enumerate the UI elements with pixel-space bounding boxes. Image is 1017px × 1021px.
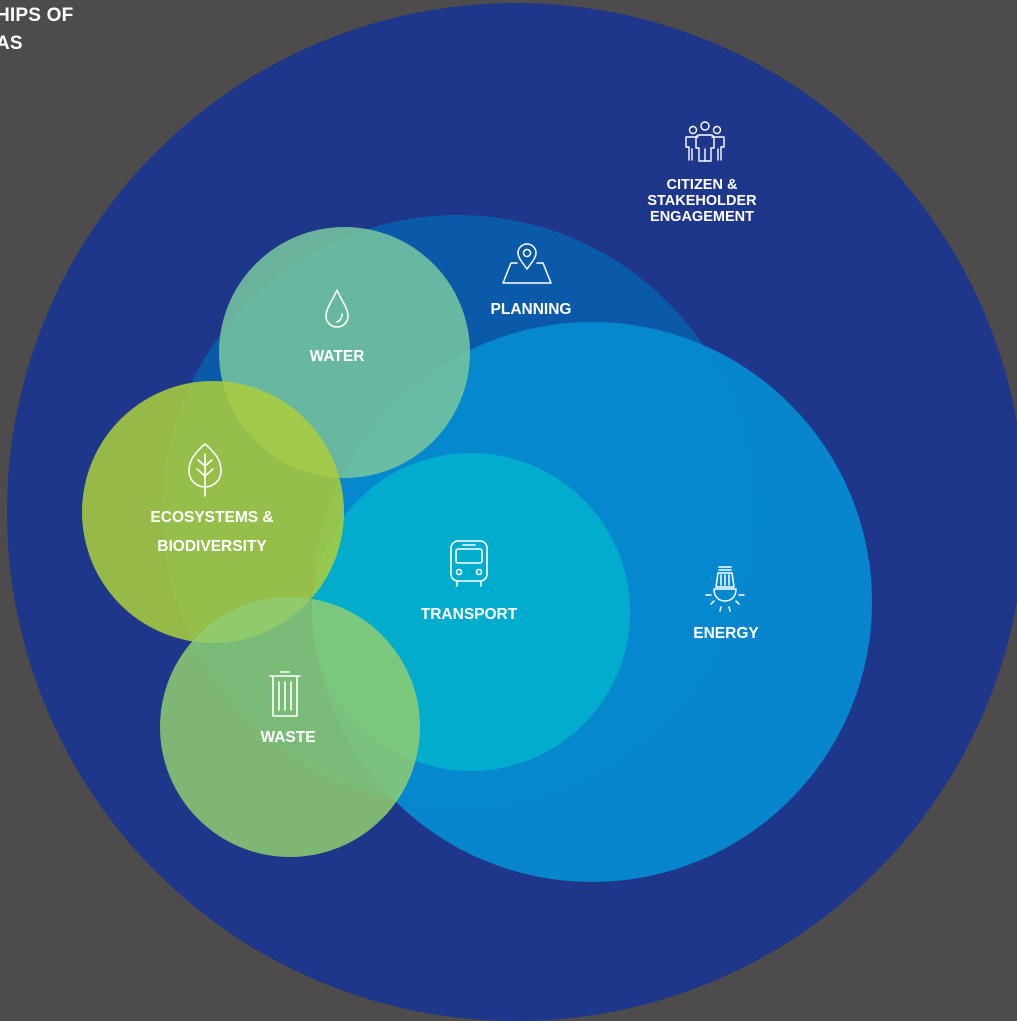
waste-label: WASTE <box>260 729 316 746</box>
citizen-label-line-3: ENGAGEMENT <box>650 209 754 225</box>
ecosystems-label-line-1: ECOSYSTEMS & <box>150 509 274 526</box>
diagram-title: HIPS OF AS <box>0 2 73 58</box>
map-pin-icon <box>499 243 555 287</box>
light-bulb-icon <box>702 565 748 615</box>
ecosystems-label-line-2: BIODIVERSITY <box>157 538 267 555</box>
citizen-label-line-1: CITIZEN & <box>666 177 738 193</box>
title-line-2: AS <box>0 33 23 54</box>
transport-label: TRANSPORT <box>420 606 518 623</box>
waste-circle <box>160 597 420 857</box>
water-drop-icon <box>324 288 350 330</box>
energy-label: ENERGY <box>693 625 759 642</box>
planning-label: PLANNING <box>490 301 572 318</box>
citizen-engagement-label: CITIZEN & STAKEHOLDER ENGAGEMENT <box>647 177 756 225</box>
ecosystems-label: ECOSYSTEMS & BIODIVERSITY <box>150 503 273 561</box>
water-label: WATER <box>309 348 365 365</box>
bus-icon <box>447 539 491 589</box>
citizen-label-line-2: STAKEHOLDER <box>647 193 757 209</box>
people-group-icon <box>683 121 727 165</box>
title-line-1: HIPS OF <box>0 5 74 26</box>
leaf-icon <box>185 440 225 500</box>
trash-bin-icon <box>267 670 303 720</box>
